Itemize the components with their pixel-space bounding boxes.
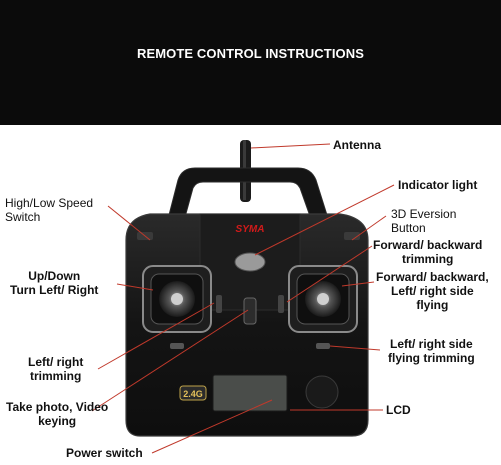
callout-lines	[91, 143, 395, 454]
callout-3d-eversion-button: 3D Eversion Button	[391, 207, 457, 235]
callout-up-down-turn: Up/Down Turn Left/ Right	[10, 269, 99, 297]
right-trim-horizontal	[316, 343, 330, 349]
svg-text:2.4G: 2.4G	[183, 389, 203, 399]
indicator-light	[234, 252, 266, 272]
band-badge: 2.4G	[179, 385, 207, 401]
callout-left-right-side-trimming: Left/ right side flying trimming	[388, 337, 475, 365]
callout-forward-backward-trimming: Forward/ backward trimming	[373, 238, 483, 266]
callout-power-switch: Power switch	[66, 446, 143, 460]
callout-indicator-light: Indicator light	[398, 178, 478, 192]
callout-lcd: LCD	[386, 403, 411, 417]
lcd-screen	[212, 374, 288, 412]
callout-forward-backward-side: Forward/ backward, Left/ right side flyi…	[376, 270, 489, 312]
right-trim-vertical	[278, 295, 284, 313]
callout-speed-switch: High/Low Speed Switch	[5, 196, 94, 224]
callout-take-photo-video: Take photo, Video keying	[6, 400, 109, 428]
left-joystick	[142, 265, 212, 333]
header-banner	[0, 0, 501, 125]
page-title: REMOTE CONTROL INSTRUCTIONS	[136, 46, 365, 61]
center-switch	[243, 297, 257, 325]
callout-antenna: Antenna	[333, 138, 381, 152]
left-trim-horizontal	[170, 343, 184, 349]
brand-logo: SYMA	[236, 224, 265, 235]
right-joystick	[288, 265, 358, 333]
left-trim-vertical	[216, 295, 222, 313]
power-dial	[305, 375, 339, 409]
callout-left-right-trimming: Left/ right trimming	[28, 355, 84, 383]
